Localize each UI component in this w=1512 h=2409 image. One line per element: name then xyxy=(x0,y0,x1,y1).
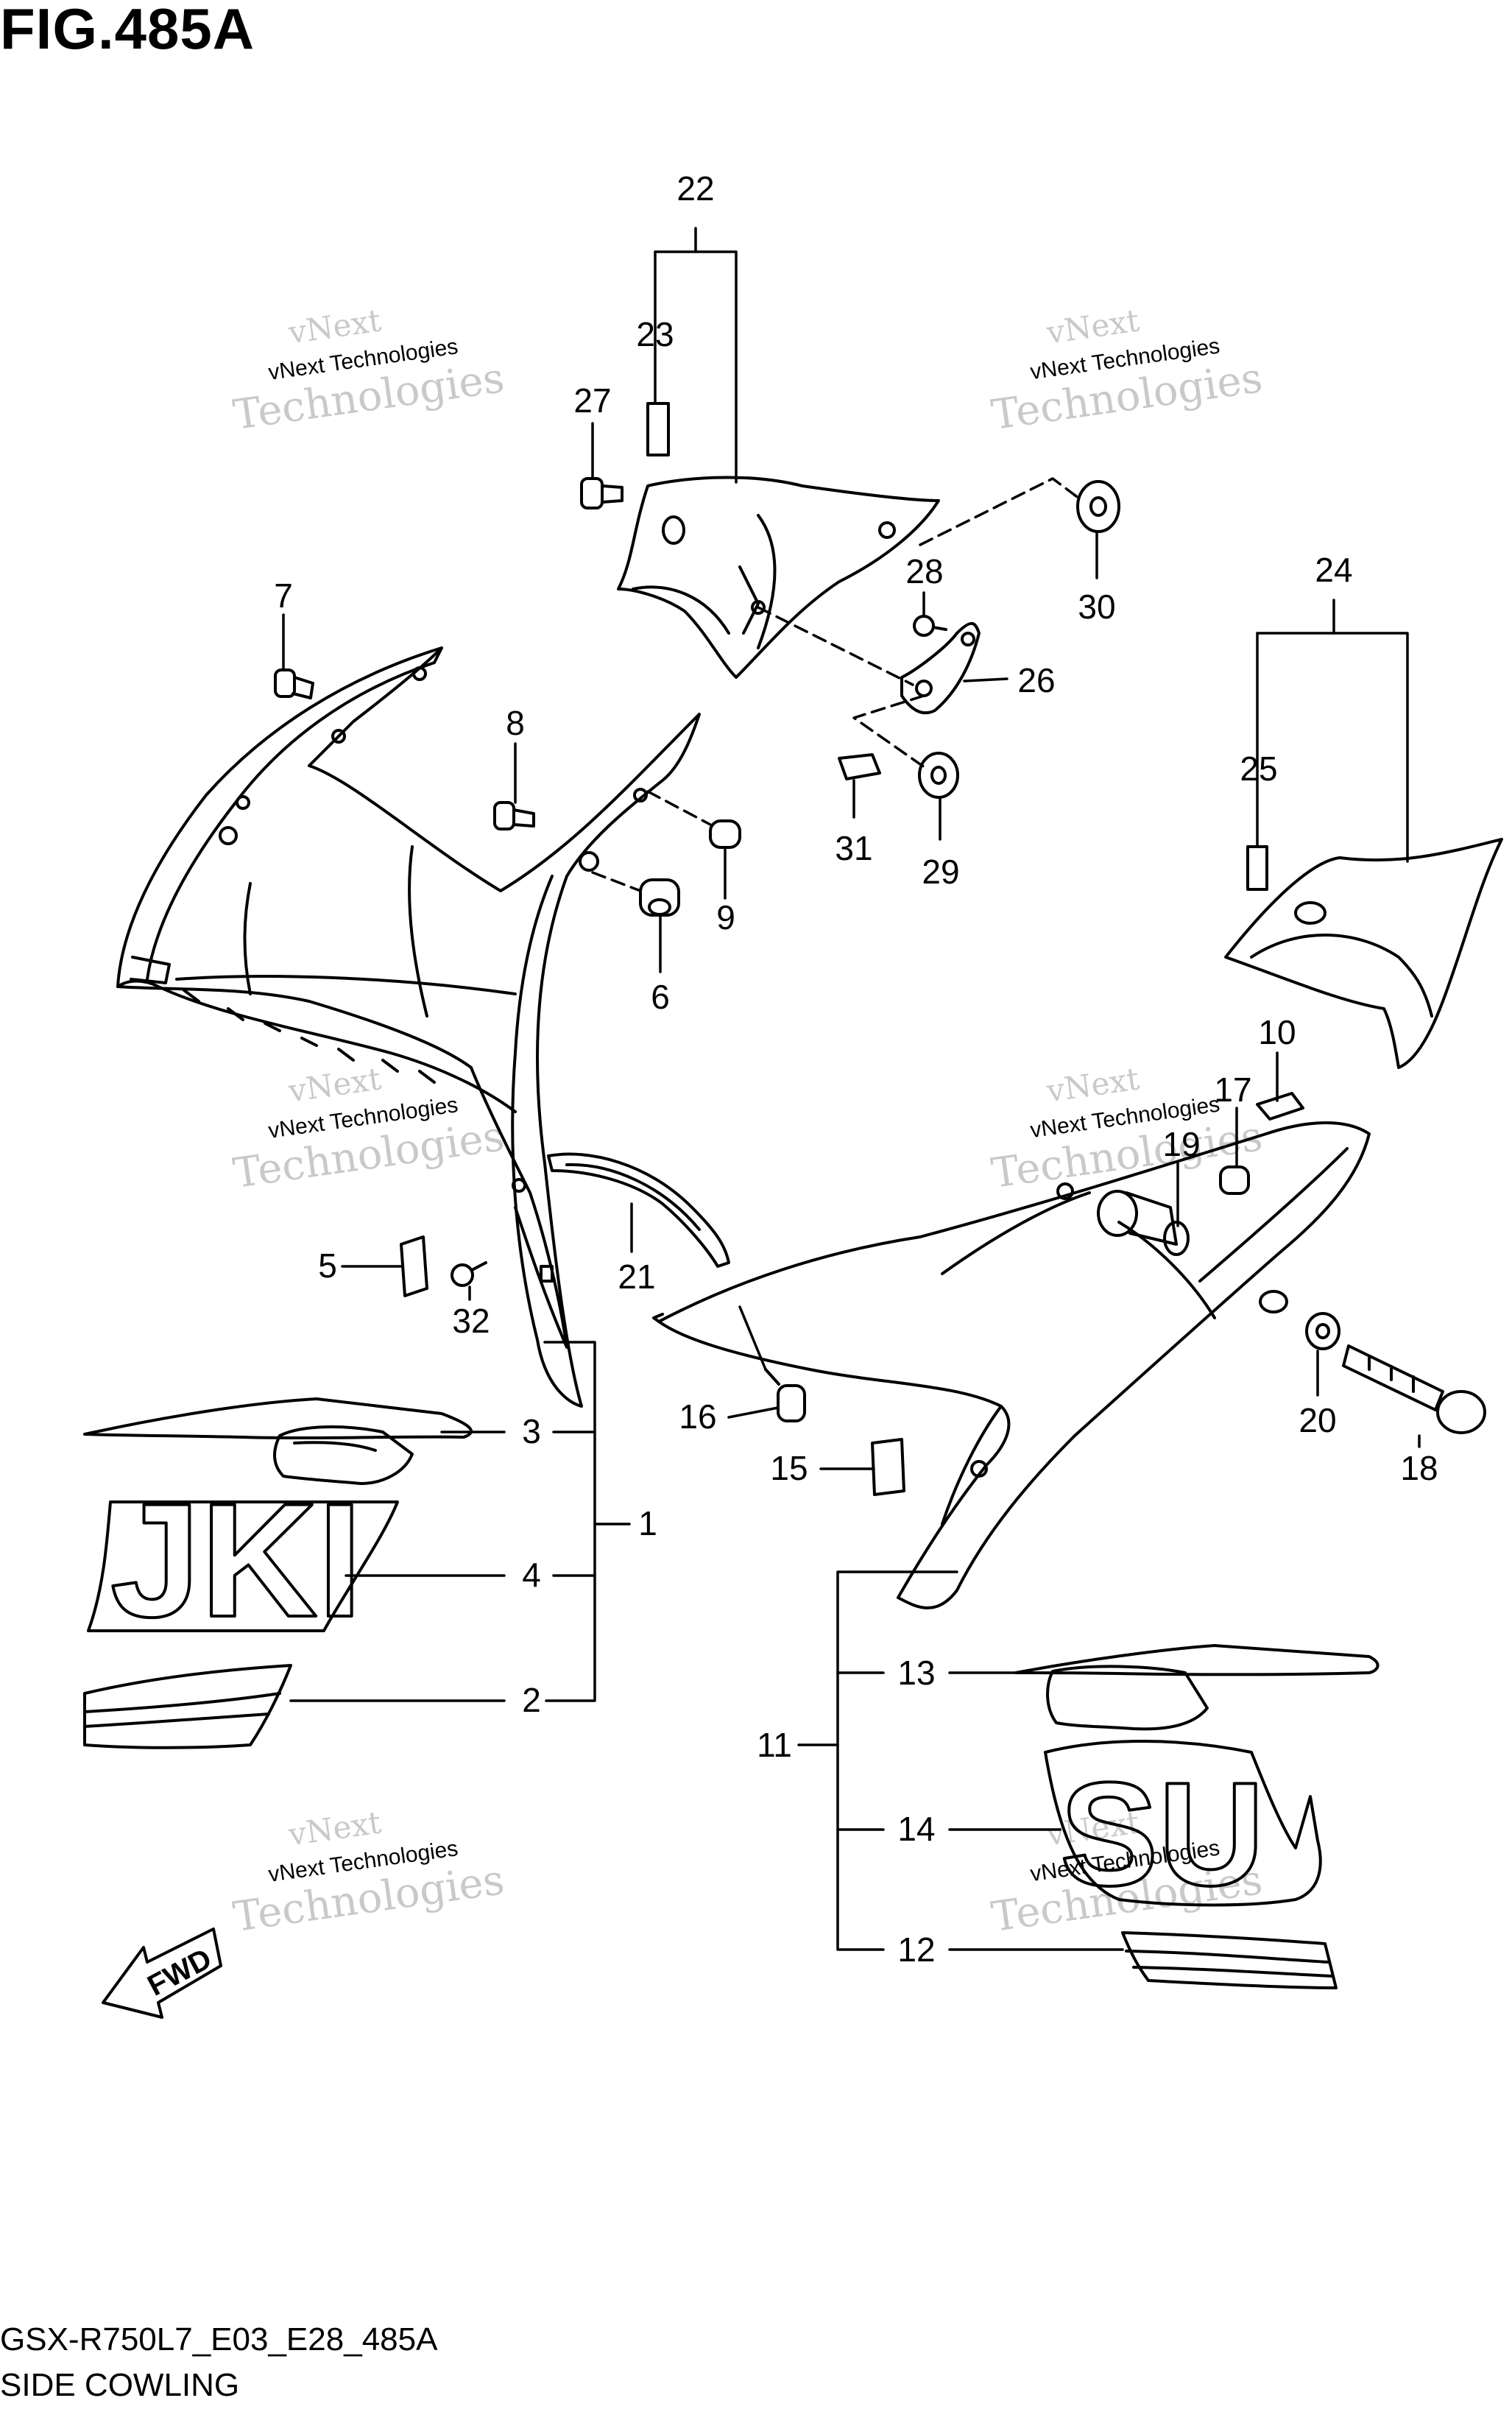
callout-14: 14 xyxy=(897,1810,935,1848)
grommet-17-icon xyxy=(1219,1165,1250,1195)
callout-23: 23 xyxy=(636,315,674,353)
watermark-text: vNext xyxy=(286,1804,384,1852)
callout-2: 2 xyxy=(522,1681,541,1719)
callout-13: 13 xyxy=(897,1654,935,1692)
callout-21: 21 xyxy=(618,1258,655,1296)
callout-4: 4 xyxy=(522,1556,541,1594)
nut-5-icon xyxy=(400,1235,428,1297)
callout-17: 17 xyxy=(1214,1071,1251,1109)
section-name: SIDE COWLING xyxy=(0,2367,240,2403)
figure-title: FIG.485A xyxy=(0,0,255,61)
callout-5: 5 xyxy=(318,1246,337,1285)
part-side-panel-upper-24 xyxy=(1224,838,1503,1069)
cushion-6-icon xyxy=(639,878,680,917)
screw-32-icon xyxy=(451,1261,487,1287)
callout-29: 29 xyxy=(922,853,959,891)
callout-8: 8 xyxy=(506,704,525,742)
grommet-29-icon xyxy=(918,752,959,799)
callout-3: 3 xyxy=(522,1412,541,1450)
callout-25: 25 xyxy=(1240,749,1277,788)
bracket-26-icon xyxy=(900,621,981,715)
tape-31-icon xyxy=(838,753,881,780)
callout-11: 11 xyxy=(757,1726,792,1764)
decal-13-logo xyxy=(1014,1644,1379,1731)
callout-6: 6 xyxy=(651,978,670,1016)
decal-4-text: JKI xyxy=(110,1470,362,1651)
screw-28-icon xyxy=(913,615,947,637)
bolt-7-icon xyxy=(274,669,314,699)
callout-31: 31 xyxy=(835,829,872,867)
part-inner-upper-panel xyxy=(617,476,940,679)
callout-22: 22 xyxy=(676,169,714,208)
callout-28: 28 xyxy=(905,552,943,590)
part-molding-21 xyxy=(547,1152,730,1268)
callout-20: 20 xyxy=(1299,1401,1336,1439)
callout-labels: 22 23 27 28 30 26 31 29 24 25 7 8 9 6 10… xyxy=(274,169,1438,1969)
screw-16-icon xyxy=(764,1368,806,1422)
watermark-top-right: vNext vNext Technologies Technologies xyxy=(989,302,1265,440)
decal-12-stripe xyxy=(1121,1931,1338,1989)
nut-15-icon xyxy=(871,1438,905,1496)
washer-20-icon xyxy=(1305,1312,1340,1350)
decal-14-letters: SU xyxy=(1044,1740,1322,1918)
watermark-bottom-left: vNext vNext Technologies Technologies xyxy=(230,1804,507,1941)
callout-7: 7 xyxy=(274,576,293,615)
callout-24: 24 xyxy=(1315,551,1352,589)
callout-9: 9 xyxy=(716,898,735,937)
callout-18: 18 xyxy=(1400,1449,1438,1487)
label-10-icon xyxy=(1256,1092,1304,1121)
fwd-direction-arrow: FWD xyxy=(102,1927,222,2019)
part-side-cowling-front xyxy=(116,646,701,1408)
callout-12: 12 xyxy=(897,1930,935,1969)
bolt-18-icon xyxy=(1342,1344,1486,1434)
callout-27: 27 xyxy=(573,381,611,420)
callout-15: 15 xyxy=(770,1449,808,1487)
callout-19: 19 xyxy=(1162,1125,1200,1163)
collar-19-icon xyxy=(1097,1190,1190,1256)
grommet-9-icon xyxy=(709,819,741,849)
callout-26: 26 xyxy=(1017,661,1055,699)
callout-16: 16 xyxy=(679,1397,716,1436)
label-25-icon xyxy=(1246,845,1268,891)
callout-30: 30 xyxy=(1078,588,1115,626)
watermark-text: vNext xyxy=(286,302,384,350)
bolt-27-icon xyxy=(580,477,623,509)
leader-lines xyxy=(282,227,1421,1951)
watermark-top-left: vNext vNext Technologies Technologies xyxy=(230,302,507,440)
grommet-30-icon xyxy=(1076,480,1120,533)
fwd-label: FWD xyxy=(142,1942,216,2003)
callout-1: 1 xyxy=(638,1504,657,1542)
label-23-icon xyxy=(646,402,670,456)
watermark-text: vNext xyxy=(1044,1060,1142,1109)
callout-10: 10 xyxy=(1258,1013,1296,1051)
bolt-8-icon xyxy=(493,801,535,830)
decal-4-letters: JKI xyxy=(87,1468,399,1652)
decal-14-text: SU xyxy=(1060,1752,1265,1916)
watermark-mid-right: vNext vNext Technologies Technologies xyxy=(989,1060,1265,1198)
watermark-mid-left: vNext vNext Technologies Technologies xyxy=(230,1060,507,1198)
model-code: GSX-R750L7_E03_E28_485A xyxy=(0,2321,438,2357)
decal-2-stripe xyxy=(83,1664,292,1749)
decal-3-logo xyxy=(83,1397,473,1485)
part-side-cowling-rear-11 xyxy=(652,1121,1371,1609)
watermark-text: vNext xyxy=(286,1060,384,1109)
watermark-text: vNext xyxy=(1044,302,1142,350)
callout-32: 32 xyxy=(452,1302,490,1340)
